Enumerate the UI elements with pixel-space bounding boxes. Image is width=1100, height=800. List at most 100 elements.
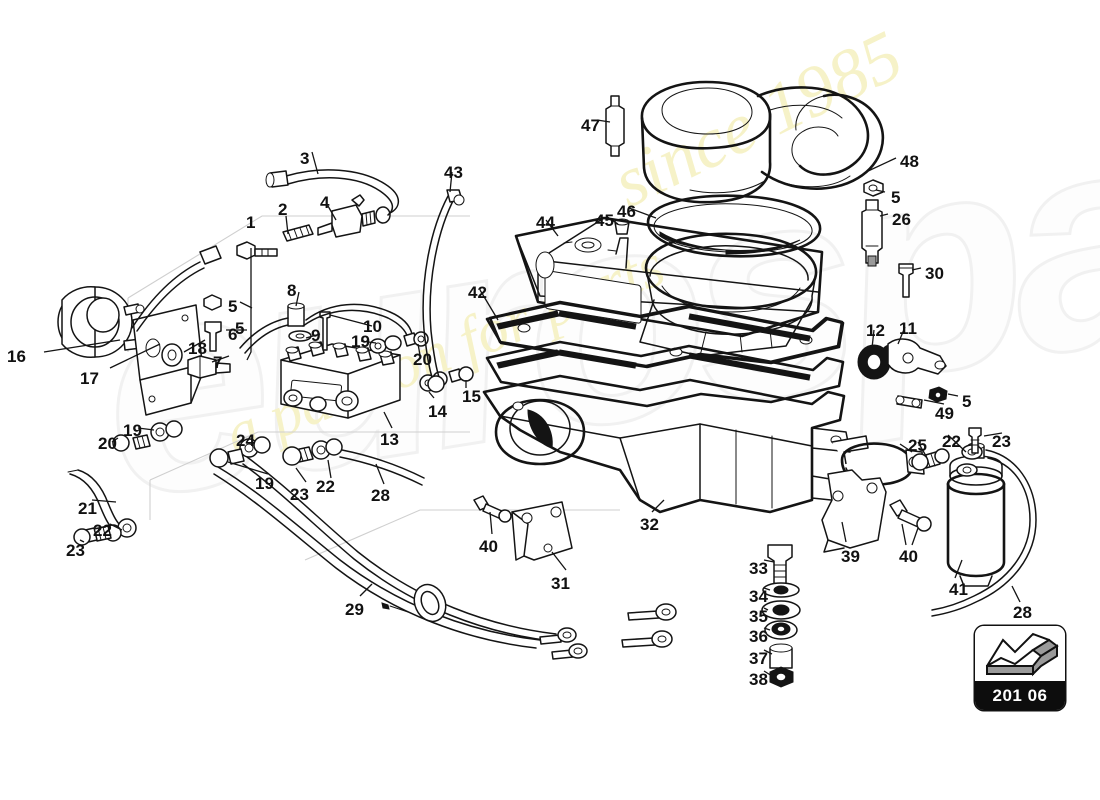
callout-20b: 20 xyxy=(413,350,432,369)
callout-25: 25 xyxy=(908,436,927,455)
callout-1: 1 xyxy=(246,213,256,232)
callout-5d: 5 xyxy=(962,392,972,411)
part-2-sleeve xyxy=(283,225,313,241)
callout-49: 49 xyxy=(935,404,954,423)
callout-31: 31 xyxy=(551,574,570,593)
callout-2: 2 xyxy=(278,200,288,219)
callout-23a: 23 xyxy=(66,541,85,560)
callout-4: 4 xyxy=(320,193,330,212)
callout-47: 47 xyxy=(581,116,600,135)
callout-38: 38 xyxy=(749,670,768,689)
callout-26: 26 xyxy=(892,210,911,229)
callout-33: 33 xyxy=(749,559,768,578)
callout-44: 44 xyxy=(536,213,555,232)
hose-upper-distributor xyxy=(240,304,412,353)
callout-23b: 23 xyxy=(290,485,309,504)
part-1-injector-nozzle xyxy=(237,242,277,259)
part-41-fuel-filter xyxy=(948,443,1004,586)
callout-9: 9 xyxy=(311,326,321,345)
part-34-washer xyxy=(763,583,799,597)
callout-5c: 5 xyxy=(891,188,901,207)
part-9-washer xyxy=(289,331,311,341)
part-26-injector xyxy=(862,200,882,266)
callout-7: 7 xyxy=(213,353,223,372)
hose-regulator-to-injector xyxy=(132,246,221,331)
part-23-bolt-b xyxy=(283,447,313,465)
distributor-ports xyxy=(286,342,394,365)
callout-36: 36 xyxy=(749,627,768,646)
part-3-fuel-line xyxy=(266,170,398,215)
callout-45: 45 xyxy=(595,211,614,230)
section-code-badge: 201 06 xyxy=(975,626,1065,710)
part-19-washer-a xyxy=(151,421,182,441)
part-37-spacer xyxy=(770,644,792,668)
callout-43: 43 xyxy=(444,163,463,182)
part-23-bolt-c xyxy=(969,428,981,453)
callout-5a: 5 xyxy=(228,297,238,316)
callout-40a: 40 xyxy=(479,537,498,556)
part-47-fastener xyxy=(606,96,624,156)
part-28-hose-a xyxy=(340,450,424,485)
callout-10: 10 xyxy=(363,317,382,336)
part-15-bolt xyxy=(449,367,473,382)
callout-8: 8 xyxy=(287,281,297,300)
callout-6: 6 xyxy=(228,325,238,344)
callout-48: 48 xyxy=(900,152,919,171)
part-43-line xyxy=(423,190,464,392)
wedge-arrow-icon xyxy=(975,626,1065,681)
section-code-bar: 201 06 xyxy=(975,681,1065,710)
callout-21: 21 xyxy=(78,499,97,518)
part-5-nut-left xyxy=(204,295,221,310)
part-6-bolt-left xyxy=(205,322,221,351)
callout-37: 37 xyxy=(749,649,768,668)
callout-19c: 19 xyxy=(351,332,370,351)
part-7-fitting xyxy=(188,356,230,378)
callout-32: 32 xyxy=(640,515,659,534)
callout-29: 29 xyxy=(345,600,364,619)
callout-18: 18 xyxy=(188,339,207,358)
callout-41: 41 xyxy=(949,580,968,599)
callout-20a: 20 xyxy=(98,434,117,453)
callout-30: 30 xyxy=(925,264,944,283)
callout-46: 46 xyxy=(617,202,636,221)
part-31-bracket-plate xyxy=(512,502,572,560)
part-42-gaskets xyxy=(487,303,843,406)
part-23-bolt-a xyxy=(74,528,97,545)
part-40-bolt-a xyxy=(474,496,511,522)
part-36-bushing xyxy=(765,621,797,639)
callout-40b: 40 xyxy=(899,547,918,566)
part-13-fuel-distributor xyxy=(281,342,400,418)
callout-28b: 28 xyxy=(1013,603,1032,622)
part-20-bolt-b xyxy=(404,332,428,346)
callout-35: 35 xyxy=(749,607,768,626)
part-25-bolt xyxy=(912,449,949,470)
part-19-washer-c xyxy=(370,336,401,353)
part-29-cables xyxy=(214,457,676,659)
part-8-spacer xyxy=(288,303,304,326)
part-28-hose-b xyxy=(932,450,1036,616)
part-22-banjo-b xyxy=(312,439,342,459)
part-48-intake-duct xyxy=(642,82,883,202)
callout-17: 17 xyxy=(80,369,99,388)
callout-23c: 23 xyxy=(992,432,1011,451)
callout-22c: 22 xyxy=(942,432,961,451)
callout-24: 24 xyxy=(236,431,255,450)
callout-3: 3 xyxy=(300,149,310,168)
callout-19a: 19 xyxy=(123,421,142,440)
callout-16: 16 xyxy=(7,347,26,366)
part-40-bolt-b xyxy=(890,500,931,531)
callout-22b: 22 xyxy=(316,477,335,496)
part-11-throttle-lever xyxy=(888,339,946,374)
section-code-text: 201 06 xyxy=(992,685,1048,705)
part-22-banjo-a xyxy=(94,525,121,541)
callout-19b: 19 xyxy=(255,474,274,493)
part-24-washers xyxy=(240,437,270,457)
part-21-line xyxy=(68,470,136,537)
callout-12: 12 xyxy=(866,321,885,340)
leader-lines xyxy=(44,120,1020,676)
callout-13: 13 xyxy=(380,430,399,449)
part-5-nut-right xyxy=(864,180,883,196)
callout-14: 14 xyxy=(428,402,447,421)
